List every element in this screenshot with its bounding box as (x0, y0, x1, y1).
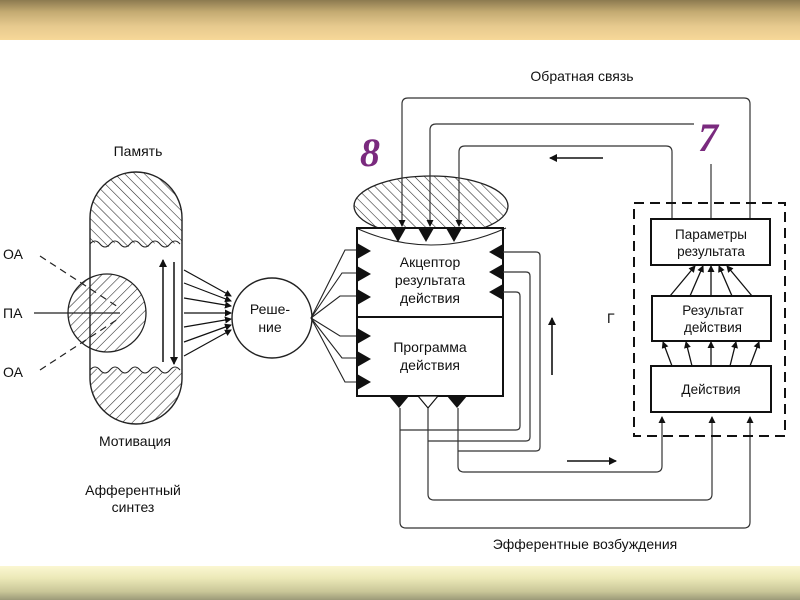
efferent-title: Эфферентные возбуждения (493, 536, 678, 552)
actions-box (650, 365, 772, 413)
memory-label: Память (114, 143, 163, 159)
afferent-synthesis-caption-2: синтез (112, 499, 155, 515)
internal-loops (400, 251, 541, 452)
acceptor-label-2: результата (395, 272, 466, 288)
program-label-2: действия (400, 357, 460, 373)
decision-node: Реше- ние (231, 277, 313, 359)
params-box (650, 218, 771, 266)
decision-fan-lines (310, 249, 358, 383)
result-box (651, 295, 772, 342)
motivation-label: Мотивация (99, 433, 171, 449)
result-label-2: действия (684, 320, 742, 335)
feedback-title: Обратная связь (530, 68, 633, 84)
actions-label: Действия (681, 382, 740, 397)
slide-footer-band (0, 566, 800, 600)
memory-region (90, 172, 182, 247)
convergence-arrows (183, 269, 232, 357)
afferent-synthesis-block (67, 171, 183, 425)
decision-label-1: Реше- (250, 301, 291, 317)
stage-number-7: 7 (698, 115, 720, 160)
input-oa-bottom: ОА (3, 364, 24, 380)
params-label-2: результата (677, 244, 745, 259)
acceptor-label-3: действия (400, 290, 460, 306)
feedback-lines (398, 97, 751, 227)
afferent-synthesis-caption-1: Афферентный (85, 482, 181, 498)
environment-marker: Г (607, 310, 615, 326)
result-label-1: Результат (682, 303, 743, 318)
afferent-inputs: ОА ПА ОА (3, 246, 120, 380)
params-label-1: Параметры (675, 227, 747, 242)
decision-label-2: ние (258, 319, 282, 335)
acceptor-cap (353, 175, 509, 246)
program-label-1: Программа (393, 339, 467, 355)
environment-block: Параметры результата Результат действия … (607, 202, 786, 437)
efferent-lines (399, 408, 754, 529)
acceptor-label-1: Акцептор (400, 254, 461, 270)
input-pa: ПА (3, 305, 23, 321)
acceptor-program-block: Акцептор результата действия Программа д… (356, 227, 504, 409)
slide-header-band (0, 0, 800, 40)
stage-number-8: 8 (360, 130, 380, 175)
input-oa-top: ОА (3, 246, 24, 262)
motivation-region (90, 367, 182, 424)
